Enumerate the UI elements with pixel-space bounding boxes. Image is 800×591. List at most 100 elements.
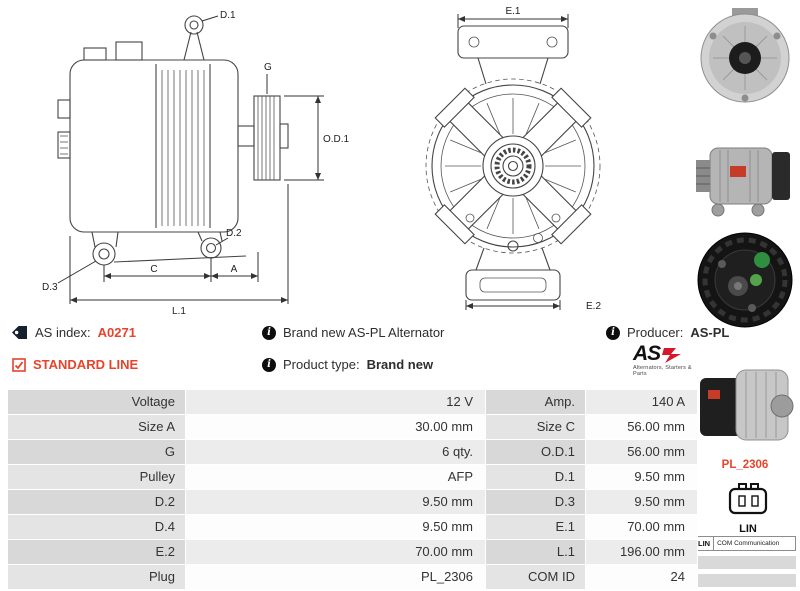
as-index-label: AS index:	[35, 325, 91, 340]
alternator-body	[57, 41, 239, 233]
top-bracket	[457, 25, 569, 85]
dim-label-e1: E.1	[505, 6, 520, 17]
dim-label-od1: O.D.1	[323, 134, 350, 145]
tag-icon	[12, 326, 27, 339]
spec-label: E.2	[8, 540, 186, 565]
info-icon: i	[262, 325, 276, 340]
table-row: D.2 9.50 mm D.3 9.50 mm	[8, 490, 698, 515]
shaft-hub	[482, 135, 544, 197]
table-row: Pulley AFP D.1 9.50 mm	[8, 465, 698, 490]
info-icon: i	[262, 357, 276, 372]
product-type-label: Product type:	[283, 357, 360, 372]
spec-value: 9.50 mm	[586, 490, 698, 515]
brand-new-line: i Brand new AS-PL Alternator	[262, 325, 444, 340]
spec-value: 9.50 mm	[586, 465, 698, 490]
producer-label: Producer:	[627, 325, 684, 340]
plug-connector: LIN	[726, 482, 770, 535]
dim-label-d2: D.2	[226, 228, 242, 239]
spec-label: Amp.	[486, 390, 586, 415]
logo-flash-icon	[662, 348, 682, 363]
product-photo-angled[interactable]	[692, 356, 798, 456]
spec-label: D.2	[8, 490, 186, 515]
spec-value: 9.50 mm	[186, 490, 486, 515]
com-communication-text: COM Communication	[717, 540, 780, 547]
standard-line-row: STANDARD LINE	[12, 357, 138, 372]
spec-label: D.4	[8, 515, 186, 540]
spec-label: G	[8, 440, 186, 465]
table-row: D.4 9.50 mm E.1 70.00 mm	[8, 515, 698, 540]
spec-value: 9.50 mm	[186, 515, 486, 540]
dimension-od1: O.D.1	[284, 95, 350, 181]
com-communication-badge: LIN COM Communication	[694, 536, 796, 551]
front-view-diagram: E.1	[425, 6, 601, 312]
dimension-e2: E.2	[465, 300, 601, 312]
info-icon: i	[606, 325, 620, 340]
dim-label-c: C	[150, 264, 157, 275]
logo-text: AS	[633, 342, 661, 365]
brand-new-text: Brand new AS-PL Alternator	[283, 325, 445, 340]
product-type-line: i Product type: Brand new	[262, 357, 433, 372]
sidebar-placeholder-row	[694, 556, 796, 569]
spec-label: D.3	[486, 490, 586, 515]
dimension-e1: E.1	[457, 6, 569, 28]
spec-value: 24	[586, 565, 698, 590]
product-photo-side[interactable]	[692, 126, 798, 226]
spec-value: AFP	[186, 465, 486, 490]
plug-code-link[interactable]: PL_2306	[721, 459, 769, 471]
spec-value: 140 A	[586, 390, 698, 415]
product-photo-front[interactable]	[692, 6, 798, 106]
dim-label-l1: L.1	[172, 306, 186, 316]
table-row: Size A 30.00 mm Size C 56.00 mm	[8, 415, 698, 440]
spec-value: 56.00 mm	[586, 415, 698, 440]
spec-label: Plug	[8, 565, 186, 590]
bolt-holes	[465, 213, 561, 252]
as-pl-logo: AS Alternators, Starters & Parts	[633, 342, 697, 377]
com-protocol-label: LIN	[695, 537, 715, 550]
plug-icon	[728, 483, 768, 515]
spec-label: L.1	[486, 540, 586, 565]
spec-value: 196.00 mm	[586, 540, 698, 565]
plug-type-label: LIN	[739, 523, 757, 535]
dimension-a: A	[211, 252, 259, 282]
dimension-d2: D.2	[215, 228, 242, 246]
as-index-value: A0271	[97, 325, 136, 340]
dim-label-a: A	[231, 264, 238, 275]
spec-label: COM ID	[486, 565, 586, 590]
spec-value: PL_2306	[186, 565, 486, 590]
spec-value: 56.00 mm	[586, 440, 698, 465]
product-photo-rear[interactable]	[692, 228, 798, 332]
logo-subtext: Alternators, Starters & Parts	[633, 365, 692, 377]
pulley	[237, 95, 289, 181]
table-row: Plug PL_2306 COM ID 24	[8, 565, 698, 590]
table-row: G 6 qty. O.D.1 56.00 mm	[8, 440, 698, 465]
spec-value: 70.00 mm	[586, 515, 698, 540]
bottom-bracket	[465, 247, 561, 301]
as-index-line: AS index: A0271	[12, 325, 136, 340]
dim-label-d3: D.3	[42, 282, 58, 293]
table-row: Voltage 12 V Amp. 140 A	[8, 390, 698, 415]
spec-label: Size C	[486, 415, 586, 440]
dimension-l1: L.1	[69, 184, 289, 316]
sidebar-placeholder-row	[694, 574, 796, 587]
dimension-d1: D.1	[201, 10, 236, 22]
dimension-g: G	[264, 62, 272, 94]
table-row: E.2 70.00 mm L.1 196.00 mm	[8, 540, 698, 565]
spec-label: Pulley	[8, 465, 186, 490]
bottom-lugs	[91, 231, 247, 266]
housing-circle	[425, 78, 601, 254]
producer-line: i Producer: AS-PL	[606, 325, 729, 340]
spec-value: 30.00 mm	[186, 415, 486, 440]
dim-label-g: G	[264, 62, 272, 73]
standard-line-label: STANDARD LINE	[33, 357, 139, 372]
spec-value: 70.00 mm	[186, 540, 486, 565]
spec-label: Size A	[8, 415, 186, 440]
top-mount-ear	[183, 15, 205, 61]
producer-value: AS-PL	[690, 325, 730, 340]
spec-label: Voltage	[8, 390, 186, 415]
checkbox-checked-icon	[12, 357, 26, 372]
product-type-value: Brand new	[366, 357, 434, 372]
dimension-d3: D.3	[42, 260, 97, 293]
spec-label: D.1	[486, 465, 586, 490]
spec-label: E.1	[486, 515, 586, 540]
